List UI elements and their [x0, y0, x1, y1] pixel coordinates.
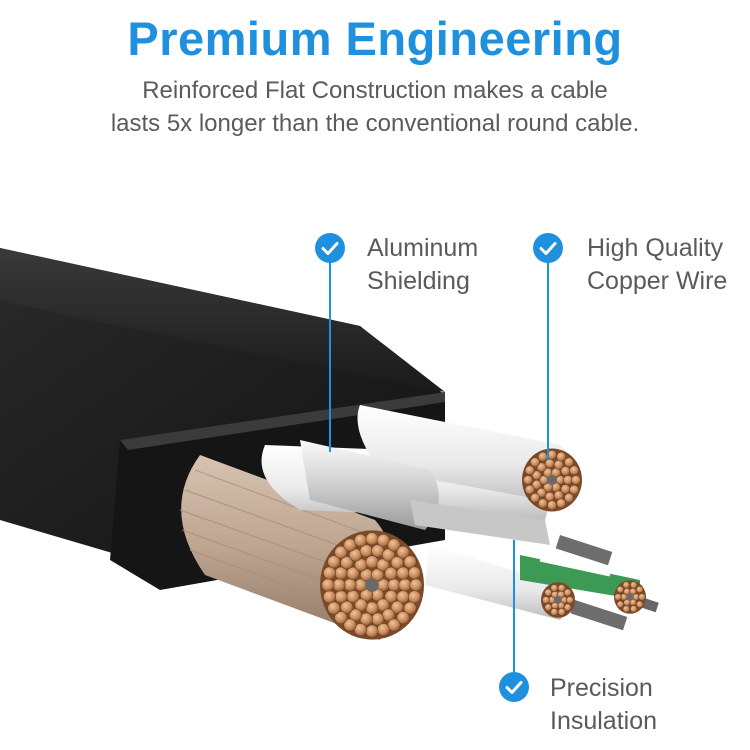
subtitle-line-2: lasts 5x longer than the conventional ro… [110, 110, 640, 137]
check-circle-icon [315, 233, 345, 263]
callout-copper-wire: High Quality Copper Wire [587, 232, 727, 298]
callout-precision-insulation: Precision Insulation [550, 672, 657, 738]
callout-label-line: Precision [550, 674, 653, 702]
callout-label-line: Insulation [550, 707, 658, 735]
callout-label-line: Aluminum [367, 234, 479, 262]
subtitle-line-1: Reinforced Flat Construction makes a cab… [142, 77, 608, 104]
callout-label-line: High Quality [587, 234, 724, 262]
page-title: Premium Engineering [127, 12, 623, 65]
callout-label-line: Copper Wire [587, 267, 728, 295]
callout-leader-lines [329, 262, 549, 672]
callout-aluminum-shielding: Aluminum Shielding [367, 232, 478, 298]
check-circle-icon [533, 233, 563, 263]
callout-label-line: Shielding [367, 267, 470, 295]
copper-wire-ends [320, 448, 646, 640]
check-circle-icon [499, 672, 529, 702]
